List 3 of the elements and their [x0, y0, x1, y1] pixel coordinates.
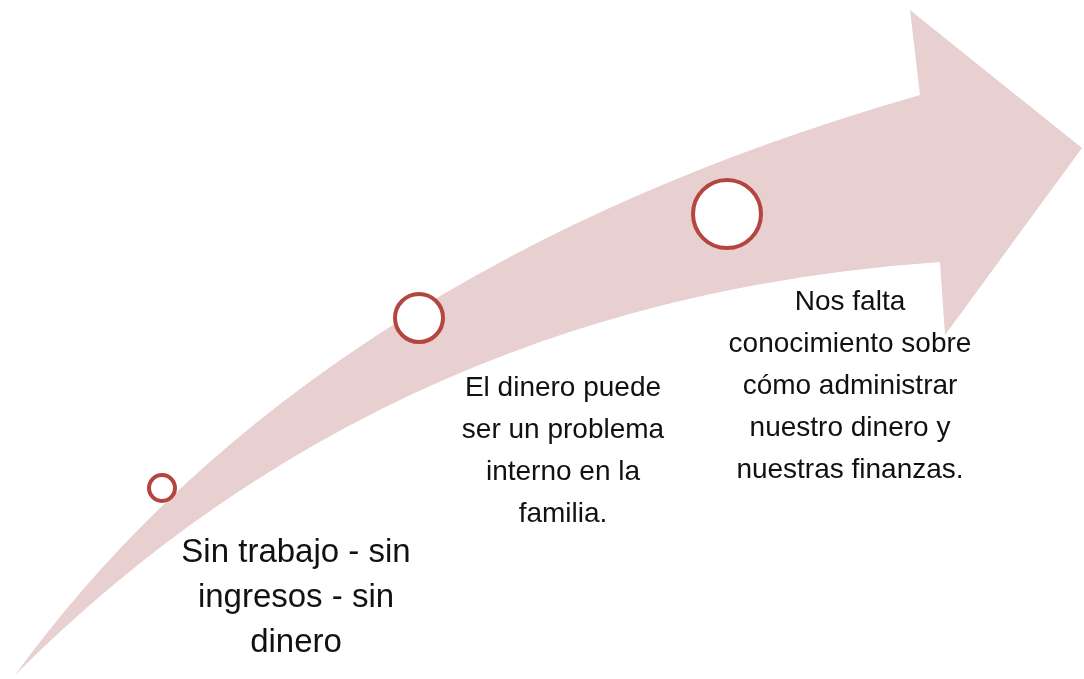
step-text: Nos falta conocimiento sobre cómo administrar nuestro dinero y nuestras finanzas. [727, 284, 973, 486]
step-text: El dinero puede ser un problema interno en la familia. [460, 370, 666, 530]
step-text: Sin trabajo - sin ingresos - sin dinero [180, 531, 412, 661]
